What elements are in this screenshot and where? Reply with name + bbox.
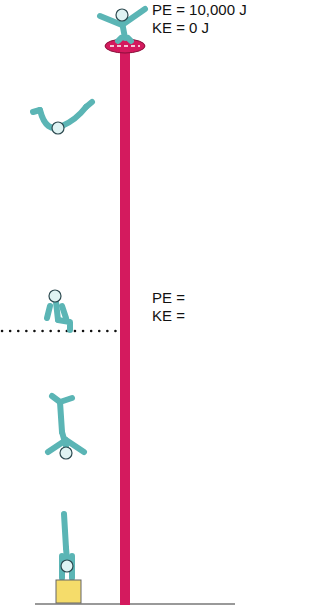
figure-arms [100, 9, 145, 25]
figure-head [116, 9, 128, 21]
figure-head [49, 290, 61, 302]
platform [105, 39, 145, 53]
energy-label: PE = 10,000 J [152, 1, 247, 19]
figure-head [60, 447, 72, 459]
figure-legs [60, 402, 62, 432]
platform-stripe [110, 45, 140, 47]
energy-label: KE = [152, 307, 185, 325]
figure-feet [52, 396, 72, 402]
block [56, 580, 81, 603]
energy-label: KE = 0 J [152, 19, 209, 37]
figure-head [52, 122, 64, 134]
figure-arms [62, 556, 72, 578]
pole [120, 48, 130, 605]
heads [49, 9, 128, 572]
figure-limbs [33, 102, 92, 112]
figures [33, 9, 145, 578]
figure-head [61, 560, 73, 572]
figure-legs [64, 514, 66, 548]
energy-label: PE = [152, 289, 185, 307]
figure-legs [58, 320, 70, 330]
figure-arms [47, 306, 66, 318]
figure-legs [118, 38, 131, 41]
level-line [2, 330, 118, 333]
figure-body [66, 548, 67, 560]
